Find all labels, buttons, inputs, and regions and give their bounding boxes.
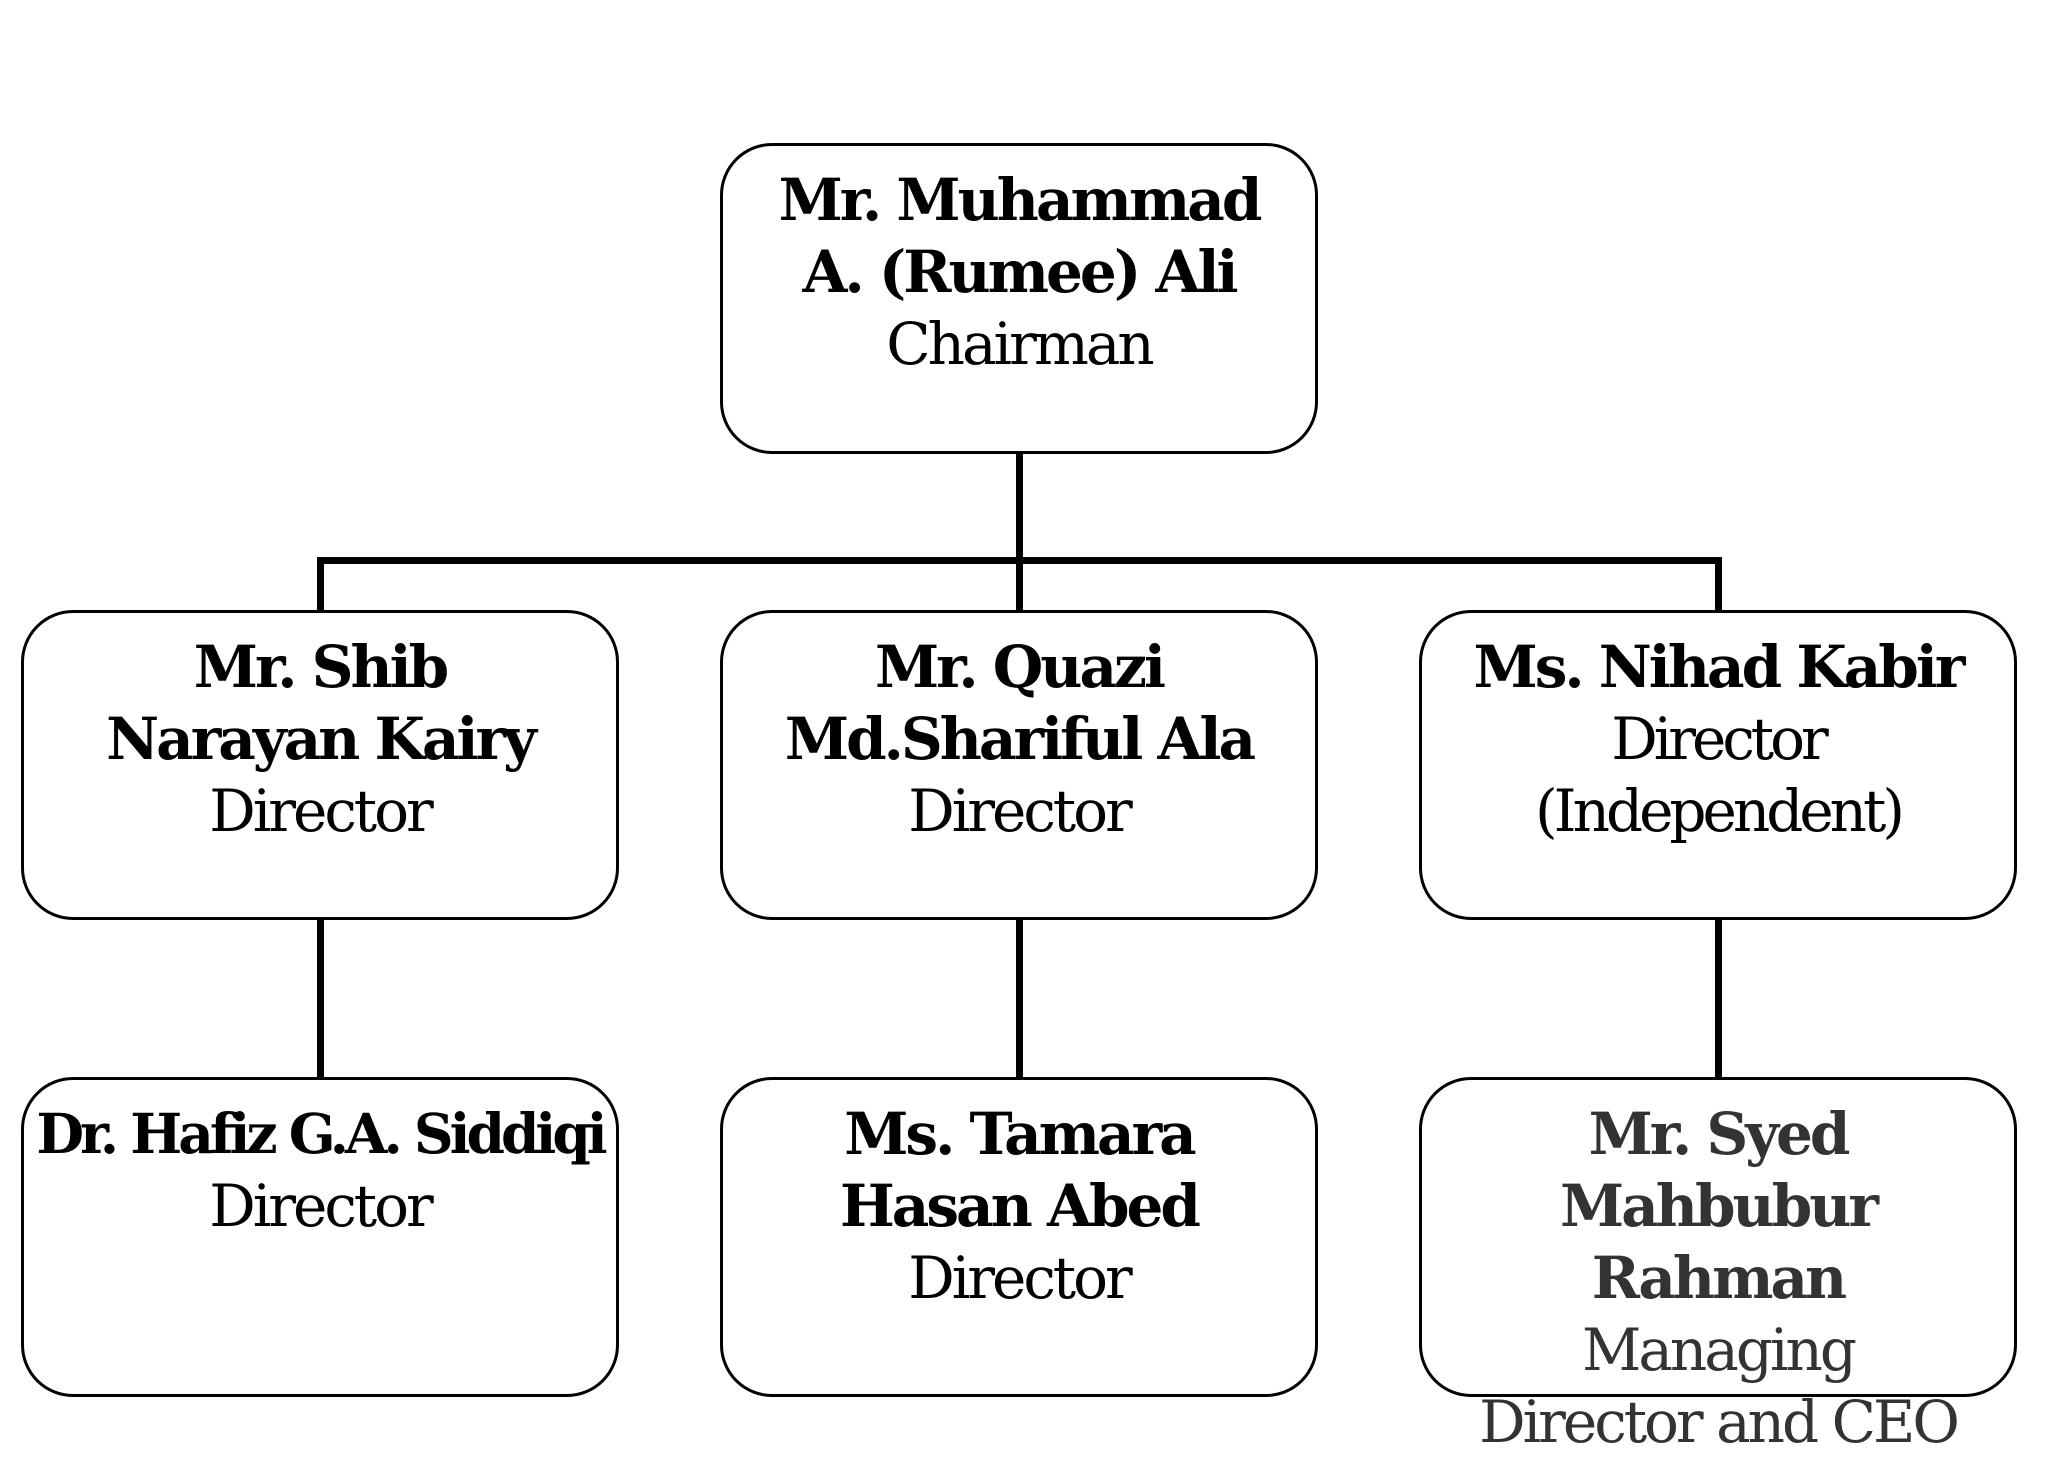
node-chairman: Mr. Muhammad A. (Rumee) Ali Chairman [720,143,1318,454]
node-role: Director (Independent) [1535,705,1905,845]
connector-left-down [317,557,324,612]
node-director-independent: Ms. Nihad Kabir Director (Independent) [1419,610,2017,920]
node-name: Ms. Tamara Hasan Abed [840,1100,1201,1240]
node-role: Director [908,777,1133,845]
node-director: Mr. Shib Narayan Kairy Director [21,610,619,920]
node-name: Mr. Muhammad A. (Rumee) Ali [778,166,1263,306]
connector-right-down [1715,557,1722,612]
node-role: Director [908,1244,1133,1312]
node-name: Mr. Syed Mahbubur Rahman [1560,1100,1879,1312]
connector-mid-down [1016,557,1023,612]
connector-right-row3 [1715,918,1722,1079]
node-role: Director [209,777,434,845]
connector-left-row3 [317,918,324,1079]
node-managing-director: Mr. Syed Mahbubur Rahman Managing Direct… [1419,1077,2017,1456]
node-name: Mr. Quazi Md.Shariful Ala [784,633,1256,773]
node-director: Mr. Quazi Md.Shariful Ala Director [720,610,1318,920]
node-director: Ms. Tamara Hasan Abed Director [720,1077,1318,1397]
node-director: Dr. Hafiz G.A. Siddiqi Director [21,1077,619,1397]
node-name: Mr. Shib Narayan Kairy [106,633,537,773]
connector-mid-row3 [1016,918,1023,1079]
node-role: Chairman [886,310,1155,378]
node-role: Director [209,1172,434,1240]
connector-chairman-down [1016,454,1023,564]
node-role: Managing Director and CEO [1479,1316,1960,1456]
node-name: Ms. Nihad Kabir [1473,633,1966,701]
node-name: Dr. Hafiz G.A. Siddiqi [36,1101,607,1166]
